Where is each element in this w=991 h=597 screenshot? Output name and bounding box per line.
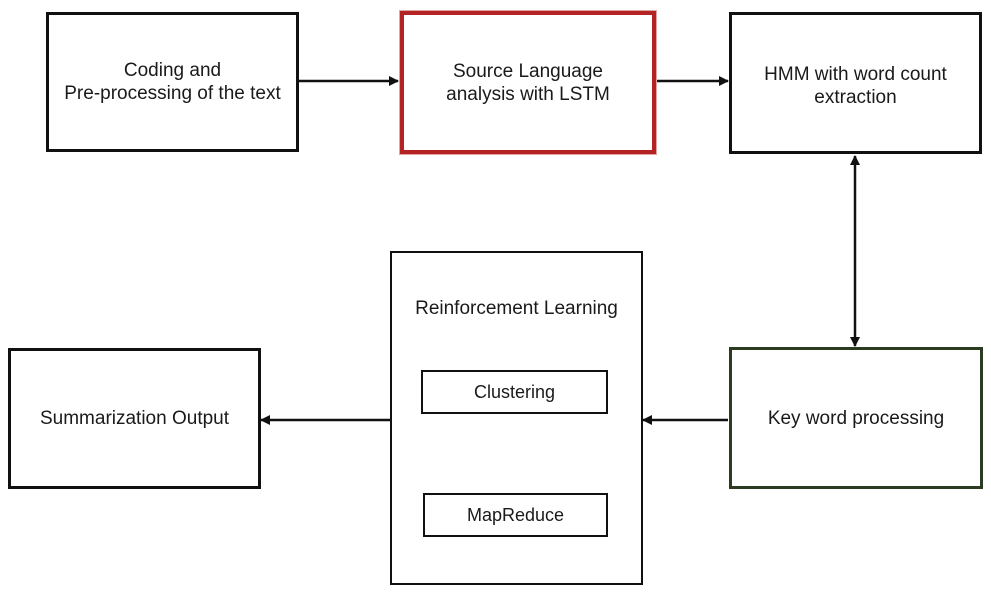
node-summary-label: Summarization Output bbox=[39, 408, 230, 429]
node-hmm-word-count: HMM with word count extraction bbox=[729, 12, 982, 154]
node-source-language-lstm: Source Language analysis with LSTM bbox=[400, 11, 656, 154]
node-key-word-processing: Key word processing bbox=[729, 347, 983, 489]
node-coding-preprocessing: Coding and Pre-processing of the text bbox=[46, 12, 299, 152]
rl-mapreduce-box: MapReduce bbox=[423, 493, 608, 537]
rl-clustering-label: Clustering bbox=[473, 381, 556, 402]
node-keyword-label: Key word processing bbox=[767, 407, 945, 429]
rl-mapreduce-label: MapReduce bbox=[466, 504, 565, 525]
rl-clustering-box: Clustering bbox=[421, 370, 608, 414]
node-reinforcement-learning: Reinforcement Learning Clustering MapRed… bbox=[390, 251, 643, 585]
node-hmm-line1: HMM with word count bbox=[764, 64, 947, 85]
node-source-line2: analysis with LSTM bbox=[446, 83, 610, 105]
node-summarization-output: Summarization Output bbox=[8, 348, 261, 489]
rl-title: Reinforcement Learning bbox=[415, 298, 618, 319]
node-coding-line2: Pre-processing of the text bbox=[64, 83, 281, 104]
node-hmm-line2: extraction bbox=[814, 87, 897, 108]
node-source-line1: Source Language bbox=[452, 60, 603, 82]
node-coding-line1: Coding and bbox=[123, 60, 222, 81]
